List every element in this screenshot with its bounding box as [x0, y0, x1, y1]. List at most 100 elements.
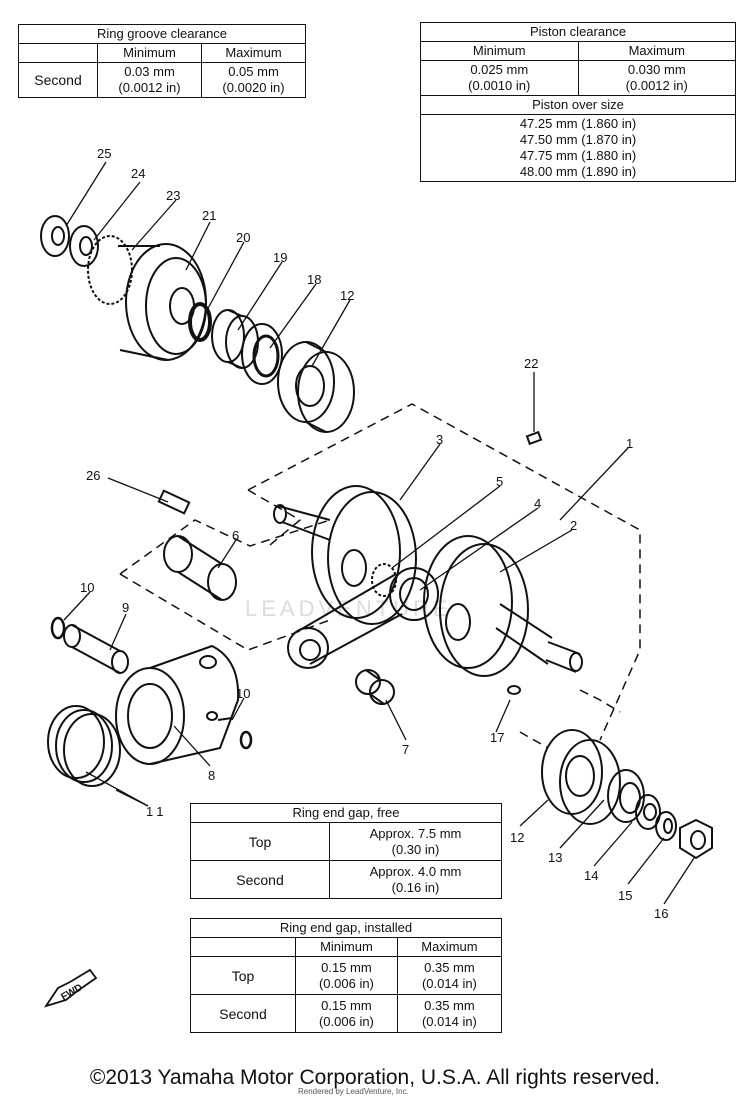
- part-number-19: 19: [273, 250, 287, 265]
- part-number-10-left: 10: [80, 580, 94, 595]
- value-mm: Approx. 4.0 mm: [369, 863, 462, 879]
- oversize-list: 47.25 mm (1.860 in) 47.50 mm (1.870 in) …: [420, 114, 736, 182]
- row-label-second: Second: [18, 62, 98, 98]
- value-mm: 0.15 mm: [321, 997, 372, 1013]
- part-number-17: 17: [490, 730, 504, 745]
- value-in: (0.16 in): [391, 879, 440, 895]
- cell-max: 0.35 mm (0.014 in): [396, 994, 503, 1033]
- table-title: Ring end gap, installed: [190, 918, 502, 938]
- col-minimum: Minimum: [295, 937, 398, 957]
- value-mm: 0.030 mm: [627, 62, 686, 77]
- row-label-second: Second: [190, 860, 330, 899]
- cell-min: 0.025 mm (0.0010 in): [420, 60, 579, 96]
- nut-16: [679, 818, 713, 860]
- crank-pin-6: [163, 535, 237, 601]
- ring-end-gap-installed-table: Ring end gap, installed Minimum Maximum …: [190, 918, 503, 1033]
- part-number-18: 18: [307, 272, 321, 287]
- value-mm: 0.15 mm: [321, 959, 372, 975]
- piston-8: [115, 644, 240, 765]
- part-number-14: 14: [584, 868, 598, 883]
- part-number-4: 4: [534, 496, 541, 511]
- part-numbers: 25 24 23 21 20 19 18 12 22 3 1 26 5 4 2 …: [80, 146, 668, 921]
- row-label-top: Top: [190, 822, 330, 861]
- leader-lines: [63, 161, 695, 905]
- col-maximum: Maximum: [201, 43, 306, 63]
- part-number-7: 7: [402, 742, 409, 757]
- value-in: (0.30 in): [391, 841, 440, 857]
- assembly-dashed-outline: [119, 403, 641, 749]
- cell-value: Approx. 7.5 mm (0.30 in): [329, 822, 502, 861]
- washer-14: [635, 794, 661, 830]
- piston-pin-9: [63, 624, 129, 674]
- primary-gear-21-23: [87, 235, 207, 361]
- part-number-10-right: 10: [236, 686, 250, 701]
- value-mm: 0.35 mm: [424, 997, 475, 1013]
- clip-10-left: [50, 616, 66, 640]
- value-in: (0.006 in): [318, 975, 374, 991]
- bearing-5: [371, 563, 397, 597]
- table-title: Piston clearance: [420, 22, 736, 42]
- value-mm: 0.35 mm: [424, 959, 475, 975]
- value-in: (0.0012 in): [625, 78, 688, 93]
- crank-left-3: [273, 485, 417, 625]
- cell-min: 0.03 mm (0.0012 in): [97, 62, 202, 98]
- value-in: (0.0010 in): [468, 78, 531, 93]
- oversize-item: 47.25 mm (1.860 in): [519, 116, 637, 131]
- cell-max: 0.05 mm (0.0020 in): [201, 62, 306, 98]
- col-maximum: Maximum: [577, 41, 736, 61]
- part-number-11: 11: [146, 804, 168, 819]
- spacer-19: [211, 309, 259, 369]
- value-mm: 0.03 mm: [124, 64, 175, 79]
- oil-seal-13: [607, 769, 645, 823]
- washer-15: [655, 811, 677, 841]
- part-number-25: 25: [97, 146, 111, 161]
- part-number-26: 26: [86, 468, 100, 483]
- part-number-20: 20: [236, 230, 250, 245]
- ring-end-gap-free-table: Ring end gap, free Top Approx. 7.5 mm (0…: [190, 803, 502, 899]
- piston-rings-11: [47, 705, 121, 787]
- needle-bearing-7: [355, 669, 395, 705]
- part-number-9: 9: [122, 600, 129, 615]
- part-number-21: 21: [202, 208, 216, 223]
- oil-seal-18: [241, 323, 283, 385]
- part-number-24: 24: [131, 166, 145, 181]
- key-22: [525, 430, 543, 446]
- oversize-item: 47.75 mm (1.880 in): [519, 148, 637, 163]
- part-number-22: 22: [524, 356, 538, 371]
- cell-min: 0.15 mm (0.006 in): [295, 994, 398, 1033]
- oversize-item: 47.50 mm (1.870 in): [519, 132, 637, 147]
- connecting-rod-4: [287, 567, 439, 669]
- value-mm: Approx. 7.5 mm: [369, 825, 462, 841]
- circlip-20: [188, 302, 212, 342]
- row-label-second: Second: [190, 994, 296, 1033]
- fwd-arrow-icon: FWD: [43, 968, 98, 1008]
- table-title: Ring end gap, free: [190, 803, 502, 823]
- value-mm: 0.025 mm: [470, 62, 529, 77]
- value-in: (0.014 in): [421, 975, 477, 991]
- ring-groove-clearance-table: Ring groove clearance Minimum Maximum Se…: [18, 24, 306, 98]
- part-number-15: 15: [618, 888, 632, 903]
- cell-min: 0.15 mm (0.006 in): [295, 956, 398, 995]
- key-26: [157, 489, 191, 515]
- part-number-5: 5: [496, 474, 503, 489]
- cell-value: Approx. 4.0 mm (0.16 in): [329, 860, 502, 899]
- rendered-by-note: Rendered by LeadVenture, Inc.: [298, 1087, 409, 1096]
- col-minimum: Minimum: [420, 41, 579, 61]
- table-title: Ring groove clearance: [18, 24, 306, 44]
- part-number-13: 13: [548, 850, 562, 865]
- oversize-item: 48.00 mm (1.890 in): [519, 164, 637, 179]
- cell-max: 0.35 mm (0.014 in): [396, 956, 503, 995]
- part-number-12-lower: 12: [510, 830, 524, 845]
- row-label-top: Top: [190, 956, 296, 995]
- part-number-23: 23: [166, 188, 180, 203]
- crank-right-2: [423, 535, 583, 677]
- part-number-1: 1: [626, 436, 633, 451]
- bearing-12-lower: [541, 729, 621, 825]
- washer-25: [40, 215, 70, 257]
- part-number-2: 2: [570, 518, 577, 533]
- part-number-8: 8: [208, 768, 215, 783]
- value-in: (0.006 in): [318, 1013, 374, 1029]
- value-mm: 0.05 mm: [228, 64, 279, 79]
- part-number-12-upper: 12: [340, 288, 354, 303]
